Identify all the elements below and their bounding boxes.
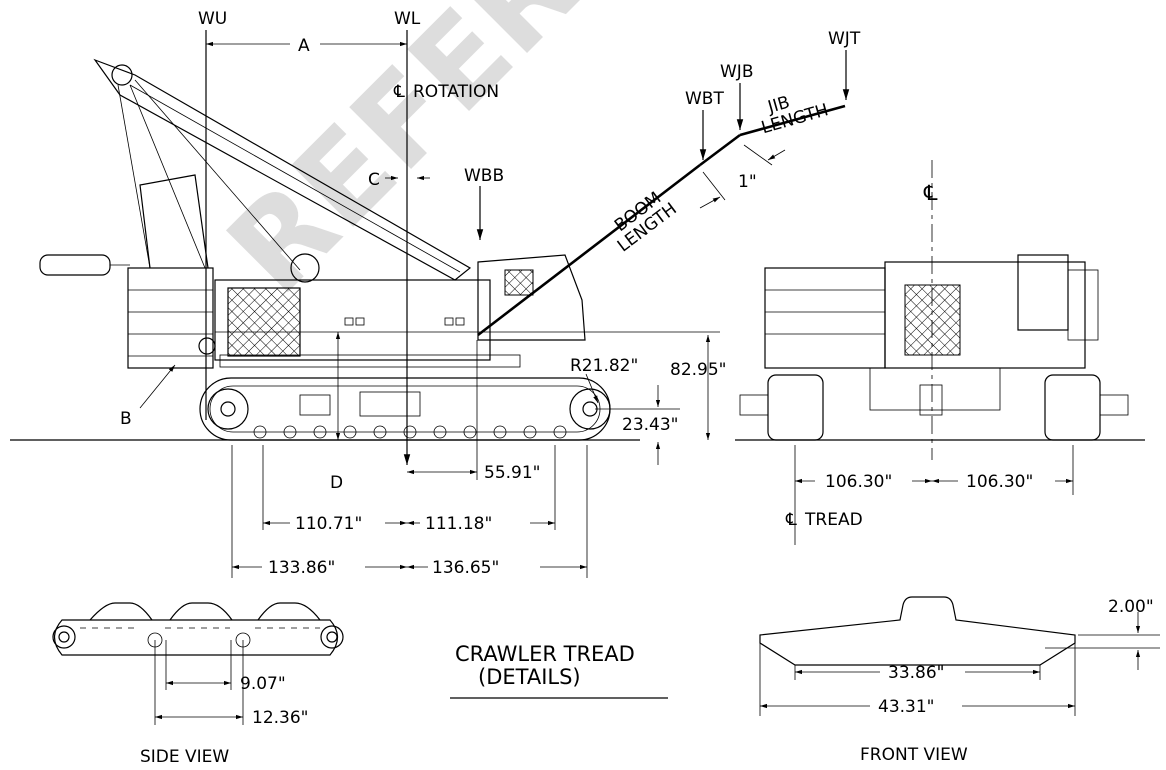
side-elevation: WU WL WBB WBT WJB WJT A ℄ bbox=[10, 9, 861, 578]
rotation-label: ROTATION bbox=[413, 82, 499, 102]
front-dim-left-label: 106.30" bbox=[825, 472, 892, 492]
front-right-track bbox=[1044, 374, 1129, 441]
rotation-centerline: ℄ ROTATION bbox=[393, 82, 499, 102]
centerline-symbol-rotation: ℄ bbox=[393, 82, 405, 102]
upper-body bbox=[39, 58, 720, 369]
centerline-symbol-front: ℄ bbox=[923, 181, 938, 205]
offset-dimension: 1" bbox=[699, 144, 786, 209]
front-elevation: ℄ 106.30" bbox=[735, 160, 1145, 545]
wbb-label: WBB bbox=[464, 166, 504, 186]
dimension-110: 110.71" bbox=[262, 445, 407, 534]
tread-centerline: ℄ TREAD bbox=[785, 510, 863, 530]
tread-label: TREAD bbox=[804, 510, 863, 530]
wl-marker: WL bbox=[394, 9, 421, 465]
wbb-marker: WBB bbox=[464, 166, 504, 240]
jib-length-label: JIB LENGTH bbox=[759, 93, 831, 139]
wbt-marker: WBT bbox=[685, 89, 724, 160]
tread-side-view: 9.07" 12.36" bbox=[52, 602, 344, 728]
wjt-marker: WJT bbox=[828, 29, 861, 100]
pitch-907-label: 9.07" bbox=[240, 674, 286, 694]
dim-133-label: 133.86" bbox=[268, 558, 335, 578]
tread-front-view: 2.00" 33.86" 43.31" bbox=[759, 596, 1160, 717]
dimension-55: 55.91" bbox=[407, 340, 541, 483]
centerline-symbol-tread: ℄ bbox=[785, 510, 797, 530]
height-23-dimension: 23.43" bbox=[595, 385, 680, 465]
front-dim-right-label: 106.30" bbox=[966, 472, 1033, 492]
dim-55-label: 55.91" bbox=[484, 463, 541, 483]
wjb-marker: WJB bbox=[720, 62, 754, 130]
front-left-dimension: 106.30" bbox=[794, 445, 932, 545]
height-82-label: 82.95" bbox=[670, 360, 727, 380]
dimension-d: D bbox=[330, 332, 343, 493]
dim-111-label: 111.18" bbox=[425, 514, 492, 534]
wl-label: WL bbox=[394, 9, 421, 29]
height-82-dimension: 82.95" bbox=[670, 335, 727, 440]
radius-label: R21.82" bbox=[570, 356, 638, 376]
radius-callout: R21.82" bbox=[570, 356, 638, 404]
height-23-label: 23.43" bbox=[622, 415, 679, 435]
front-body bbox=[764, 254, 1099, 416]
side-view-label: SIDE VIEW bbox=[140, 747, 229, 765]
wjb-label: WJB bbox=[720, 62, 754, 82]
dimension-133: 133.86" bbox=[231, 445, 407, 578]
wbt-label: WBT bbox=[685, 89, 724, 109]
front-view-label: FRONT VIEW bbox=[860, 745, 968, 765]
wjt-label: WJT bbox=[828, 29, 861, 49]
dim-136-label: 136.65" bbox=[432, 558, 499, 578]
offset-1-label: 1" bbox=[738, 172, 757, 192]
grouser-height-label: 2.00" bbox=[1108, 597, 1154, 617]
dimension-a: A bbox=[206, 36, 407, 56]
front-right-dimension: 106.30" bbox=[932, 445, 1074, 495]
letter-c: C bbox=[368, 170, 380, 190]
tread-title-line2: (DETAILS) bbox=[478, 665, 581, 689]
pitch-1236-label: 12.36" bbox=[252, 708, 309, 728]
tread-title-line1: CRAWLER TREAD bbox=[455, 642, 635, 666]
letter-b: B bbox=[120, 409, 132, 429]
letter-d: D bbox=[330, 473, 343, 493]
front-left-track bbox=[739, 374, 824, 441]
wu-marker: WU bbox=[198, 9, 227, 420]
shoe-inner-label: 33.86" bbox=[888, 663, 945, 683]
letter-a: A bbox=[298, 36, 310, 56]
boom-length-label: BOOM LENGTH bbox=[611, 188, 681, 256]
wu-label: WU bbox=[198, 9, 227, 29]
shoe-outer-label: 43.31" bbox=[878, 697, 935, 717]
tread-details-title: CRAWLER TREAD (DETAILS) bbox=[450, 642, 668, 699]
dimension-136: 136.65" bbox=[407, 445, 588, 578]
boom bbox=[477, 104, 846, 337]
crawler-track bbox=[199, 377, 611, 441]
dim-110-label: 110.71" bbox=[295, 514, 362, 534]
dimension-c: C bbox=[368, 170, 430, 190]
dimension-b: B bbox=[120, 364, 176, 429]
dimension-111: 111.18" bbox=[407, 445, 556, 534]
